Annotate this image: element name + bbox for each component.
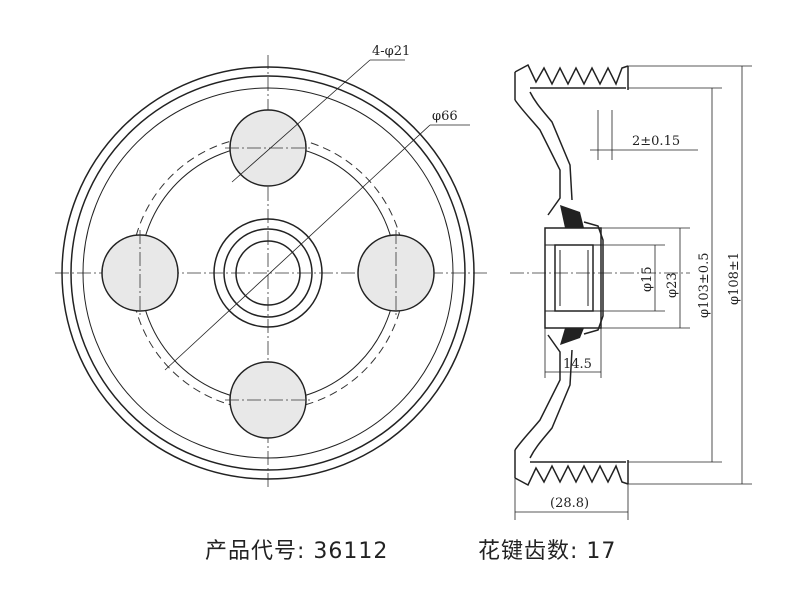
label-groove: φ103±0.5 [697,253,712,318]
bottom-grooves [514,464,629,487]
leader-holes [231,59,371,183]
web-bottom-inner [529,349,573,459]
label-hublen: 14.5 [563,357,592,372]
top-grooves [514,63,629,86]
web-edge [82,87,454,459]
product-code-caption: 产品代号: 36112 [205,533,388,565]
web-top-inner [529,91,573,201]
label-pitch: φ66 [432,109,458,124]
weld-top [560,205,584,228]
label-width: (28.8) [550,496,589,511]
rim-inner-edge [70,75,466,471]
spline-value: 17 [586,539,617,564]
weld-bottom [560,328,584,345]
web-top-outer [514,99,561,216]
label-bore: φ15 [640,266,655,292]
label-outer: φ108±1 [727,252,742,305]
label-hub: φ23 [665,272,680,298]
hub-chamfer [583,221,604,335]
hub-bore [554,244,594,312]
label-holes: 4-φ21 [372,44,410,59]
front-view: 4-φ21 φ66 [55,44,490,490]
section-view: 2±0.15 φ15 φ23 φ103±0.5 φ108±1 14.5 (28.… [510,63,752,520]
product-code-value: 36112 [313,539,389,564]
leader-pitch [164,124,431,371]
product-code-label: 产品代号: [205,539,306,564]
hub-inner [223,228,313,318]
spline-caption: 花键齿数: 17 [478,533,616,565]
hub-outer [213,218,323,328]
spline-label: 花键齿数: [478,539,579,564]
web-bottom-outer [514,334,561,451]
bore [235,240,301,306]
outer-rim [61,66,475,480]
label-gap: 2±0.15 [632,134,680,149]
